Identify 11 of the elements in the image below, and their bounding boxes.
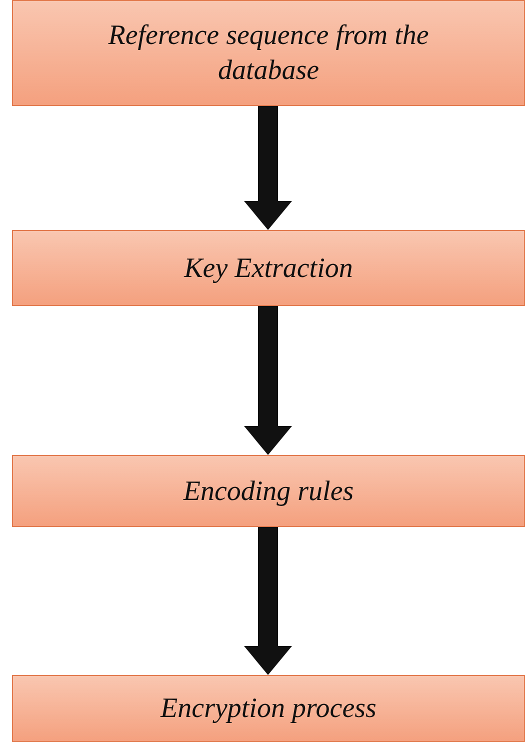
process-box [12,230,525,306]
arrow [244,306,292,455]
step-label: Key Extraction [184,252,353,286]
process-box [12,675,525,742]
process-box [12,0,525,106]
step-label: Reference sequence from the database [107,19,430,88]
step-label: Encoding rules [183,474,354,508]
arrow [244,527,292,675]
process-box [12,455,525,527]
arrow [244,106,292,230]
step-label: Encryption process [160,692,376,726]
